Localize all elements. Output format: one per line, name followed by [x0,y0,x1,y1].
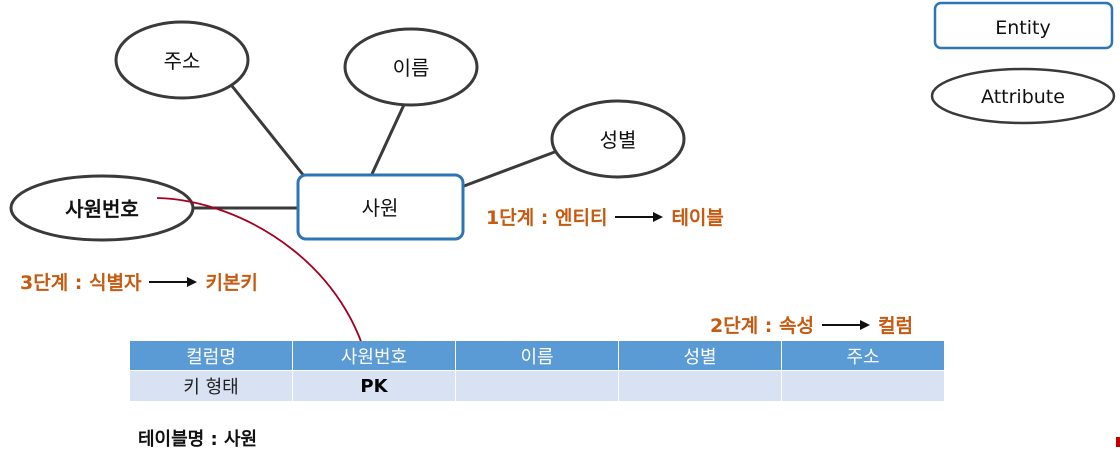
attr-employee-id-label: 사원번호 [65,197,139,221]
step2-right-text: 컬럼 [877,315,913,337]
step2-label: 2단계 : 속성 컬럼 [710,311,913,338]
edge-marker [1116,437,1120,447]
legend-entity-label: Entity [995,17,1050,39]
arrow-right-icon [149,276,198,288]
edge-gender [463,148,561,188]
attr-address-ellipse [114,20,250,100]
edge-name [370,95,410,175]
table-cell: 키 형태 [130,370,293,402]
attr-address-label: 주소 [164,49,201,73]
edge-address [230,85,306,177]
step2-left-text: 2단계 : 속성 [710,315,814,337]
attr-name-label: 이름 [393,56,430,80]
attr-gender-label: 성별 [600,128,637,152]
table-name-label: 테이블명 : 사원 [138,429,258,450]
table-header-cell: 성별 [618,341,782,371]
legend-attribute-ellipse [930,67,1116,125]
table-row: 키 형태 PK [130,370,945,402]
step3-label: 3단계 : 식별자 키본키 [20,268,258,295]
step1-right-text: 테이블 [671,207,724,229]
table-cell [455,370,619,402]
column-table: 컬럼명 사원번호 이름 성별 주소 키 형태 PK [130,341,945,402]
table-header-cell: 이름 [455,341,619,371]
table-cell [781,370,945,402]
attr-name-ellipse [343,27,479,107]
step3-right-text: 키본키 [205,272,258,294]
attr-gender-ellipse [550,99,686,179]
table-header-cell: 주소 [781,341,945,371]
step1-left-text: 1단계 : 엔티티 [486,207,608,229]
attr-employee-id-ellipse [9,174,195,242]
table-cell-pk: PK [292,370,456,402]
entity-label: 사원 [362,196,399,220]
table-header-cell: 사원번호 [292,341,456,371]
arrow-right-icon [821,319,870,331]
table-header-row: 컬럼명 사원번호 이름 성별 주소 [130,341,945,371]
entity-box [296,173,465,241]
table-header-cell: 컬럼명 [130,341,293,371]
step3-left-text: 3단계 : 식별자 [20,272,142,294]
arrow-right-icon [615,211,664,223]
step1-label: 1단계 : 엔티티 테이블 [486,203,724,230]
legend-attribute-label: Attribute [981,86,1065,108]
table-cell [618,370,782,402]
legend-entity-box [933,1,1114,50]
